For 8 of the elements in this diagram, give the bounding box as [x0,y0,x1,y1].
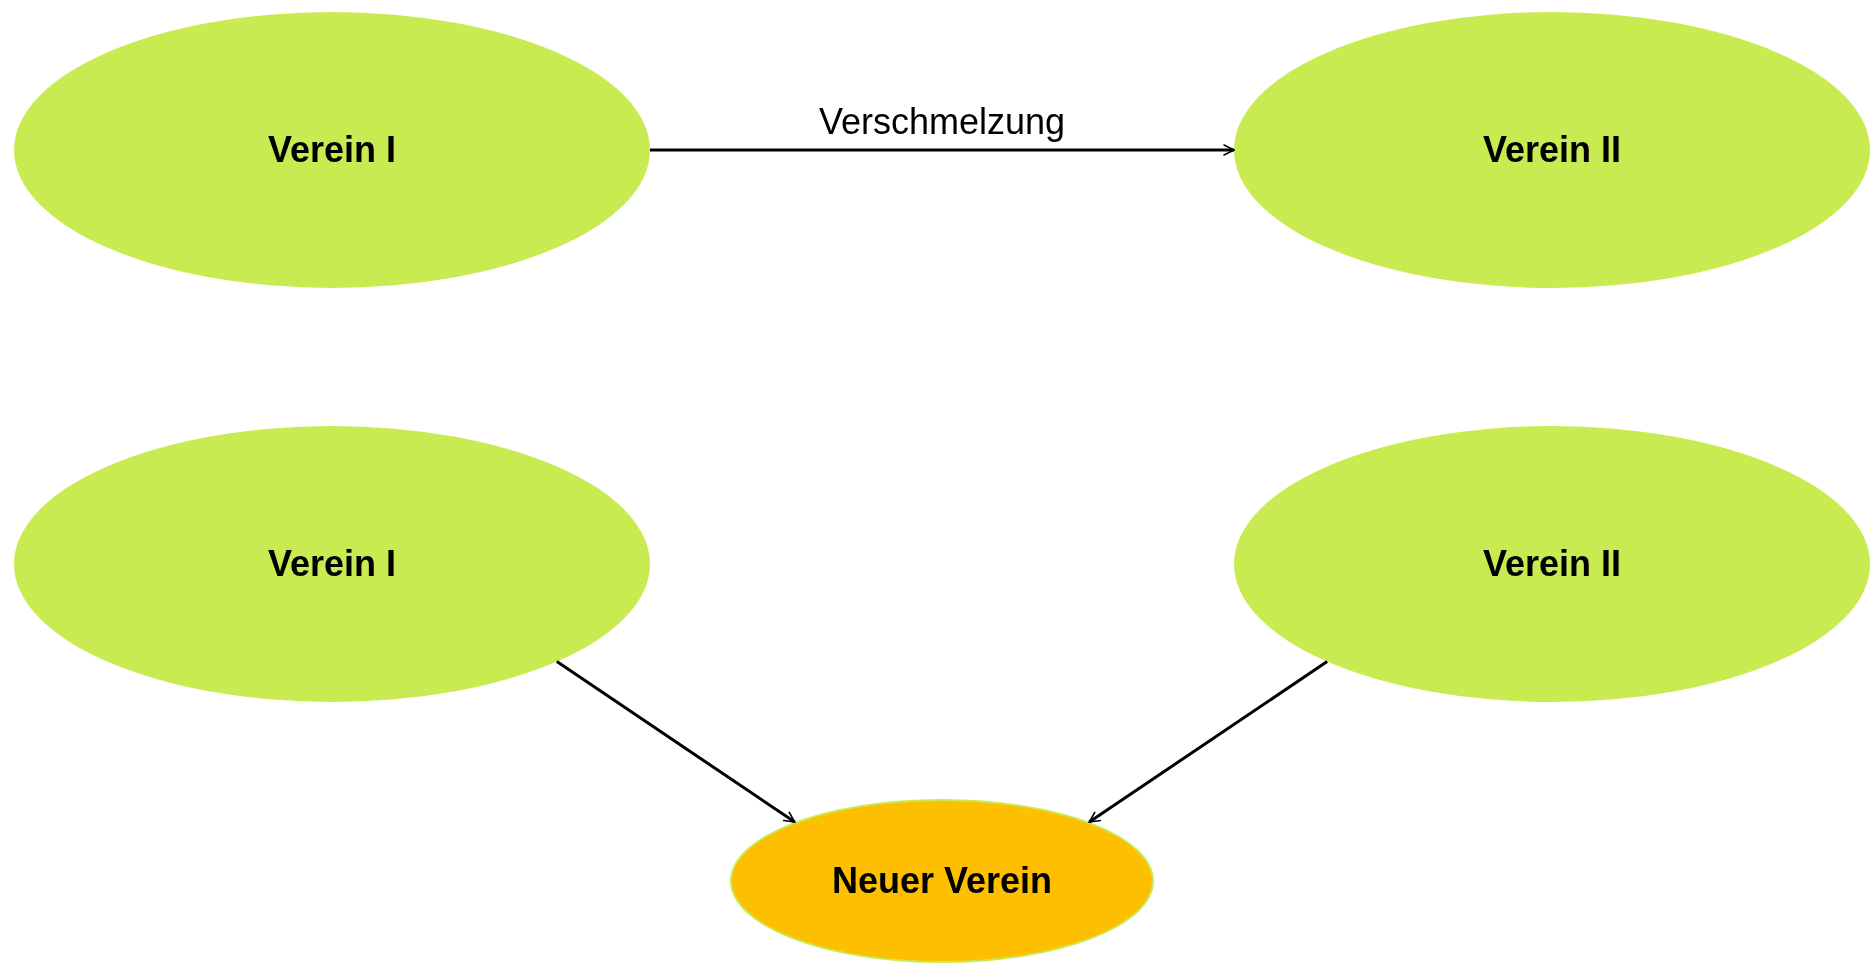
arrow [556,660,796,824]
node-label: Neuer Verein [831,860,1053,902]
node-label: Verein II [1482,543,1622,585]
node-label: Verein I [267,543,397,585]
arrow [650,144,1235,156]
arrow [1088,660,1328,824]
node-label: Verein II [1482,129,1622,171]
node-label: Verein I [267,129,397,171]
